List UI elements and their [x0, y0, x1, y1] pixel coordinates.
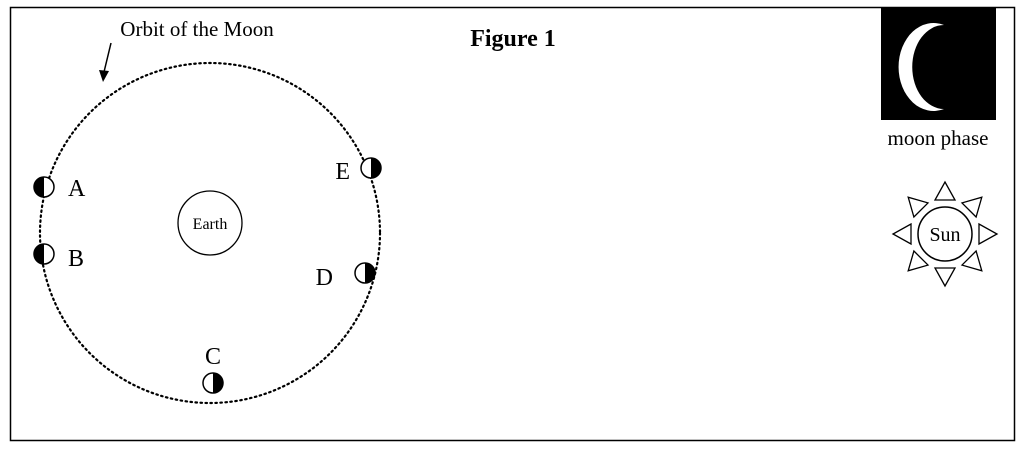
- sun-ray: [933, 180, 957, 201]
- moon-positions: [33, 157, 382, 394]
- earth: Earth: [177, 190, 243, 256]
- moon-marker-c: [202, 372, 224, 394]
- moon-marker-b: [33, 243, 55, 265]
- sun-rays: [891, 180, 999, 288]
- moon-orbit: [38, 61, 382, 405]
- sun-icon: Sun: [891, 180, 999, 288]
- moon-marker-d: [354, 262, 376, 284]
- orbit-arrow-icon: [99, 42, 112, 82]
- sun-ray: [907, 249, 930, 272]
- crescent-moon-icon: [881, 8, 996, 120]
- sun-label: Sun: [929, 224, 960, 246]
- orbit-label: Orbit of the Moon: [120, 17, 274, 41]
- position-label-e: E: [335, 159, 350, 185]
- position-label-a: A: [68, 176, 86, 202]
- position-label-b: B: [68, 246, 84, 272]
- moon-marker-e: [360, 157, 382, 179]
- sun-ray: [960, 196, 983, 219]
- sun-ray: [907, 196, 930, 219]
- figure-title: Figure 1: [470, 26, 556, 52]
- earth-label: Earth: [193, 216, 228, 233]
- sun-ray: [960, 249, 983, 272]
- moon-phase-caption: moon phase: [888, 126, 989, 150]
- moon-marker-a: [33, 176, 55, 198]
- position-label-c: C: [205, 344, 221, 370]
- sun-ray: [978, 222, 999, 246]
- position-label-d: D: [316, 265, 333, 291]
- sun-ray: [891, 222, 912, 246]
- figure-frame: [9, 6, 1016, 442]
- sun-ray: [933, 267, 957, 288]
